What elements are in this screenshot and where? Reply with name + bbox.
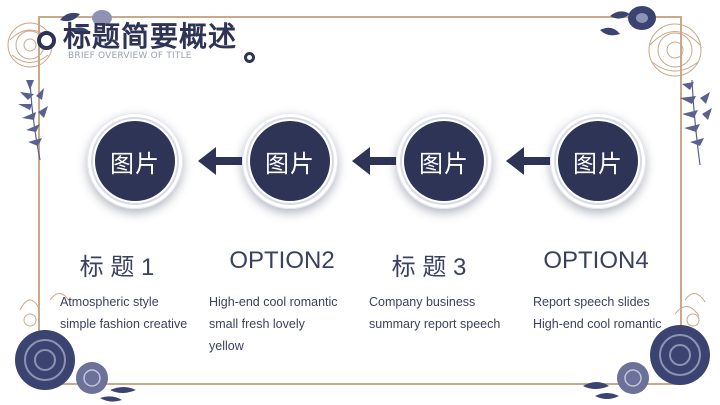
step-2-desc-line: yellow [209,339,244,353]
step-3-desc-line: summary report speech [369,317,501,331]
title-bullet-icon [37,31,56,50]
step-4-desc-line: High-end cool romantic [533,317,662,331]
step-3-desc-line: Company business [369,295,476,309]
step-1-desc-line: Atmospheric style [60,295,159,309]
step-4-image-circle[interactable]: 图片 [550,113,646,209]
step-3-title: 标 题 3 [391,254,467,281]
step-1-image-circle[interactable]: 图片 [87,113,183,209]
step-3-image-circle[interactable]: 图片 [396,113,492,209]
step-2-image-placeholder: 图片 [250,121,330,201]
decorative-frame [38,16,682,385]
arrow-left-icon [506,147,566,175]
step-2-desc-line: High-end cool romantic [209,295,338,309]
step-1-desc-line: simple fashion creative [60,317,188,331]
step-1-title: 标 题 1 [79,254,155,281]
step-2-desc-line: small fresh lovely [209,317,305,331]
arrow-left-icon [352,147,412,175]
title-accent-dot-icon [244,52,255,63]
step-3-description: Company business summary report speech [369,291,519,335]
step-2-image-circle[interactable]: 图片 [242,113,338,209]
step-4-desc-line: Report speech slides [533,295,650,309]
step-3-image-placeholder: 图片 [404,121,484,201]
step-1-image-placeholder: 图片 [95,121,175,201]
flower-decoration-bottom-right [583,293,710,399]
step-4-title: OPTION4 [543,247,649,274]
step-2-description: High-end cool romantic small fresh lovel… [209,291,359,357]
flower-decoration-top-right [600,6,712,166]
page-title: 标题简要概述 [63,20,238,53]
page-subtitle: BRIEF OVERVIEW OF TITLE [68,51,192,61]
step-1-description: Atmospheric style simple fashion creativ… [60,291,210,335]
flower-decoration-top-left [7,10,112,161]
step-2-title: OPTION2 [229,247,335,274]
step-4-image-placeholder: 图片 [558,121,638,201]
flower-decoration-bottom-left [15,293,136,402]
step-4-description: Report speech slides High-end cool roman… [533,291,683,335]
arrow-left-icon [198,147,258,175]
